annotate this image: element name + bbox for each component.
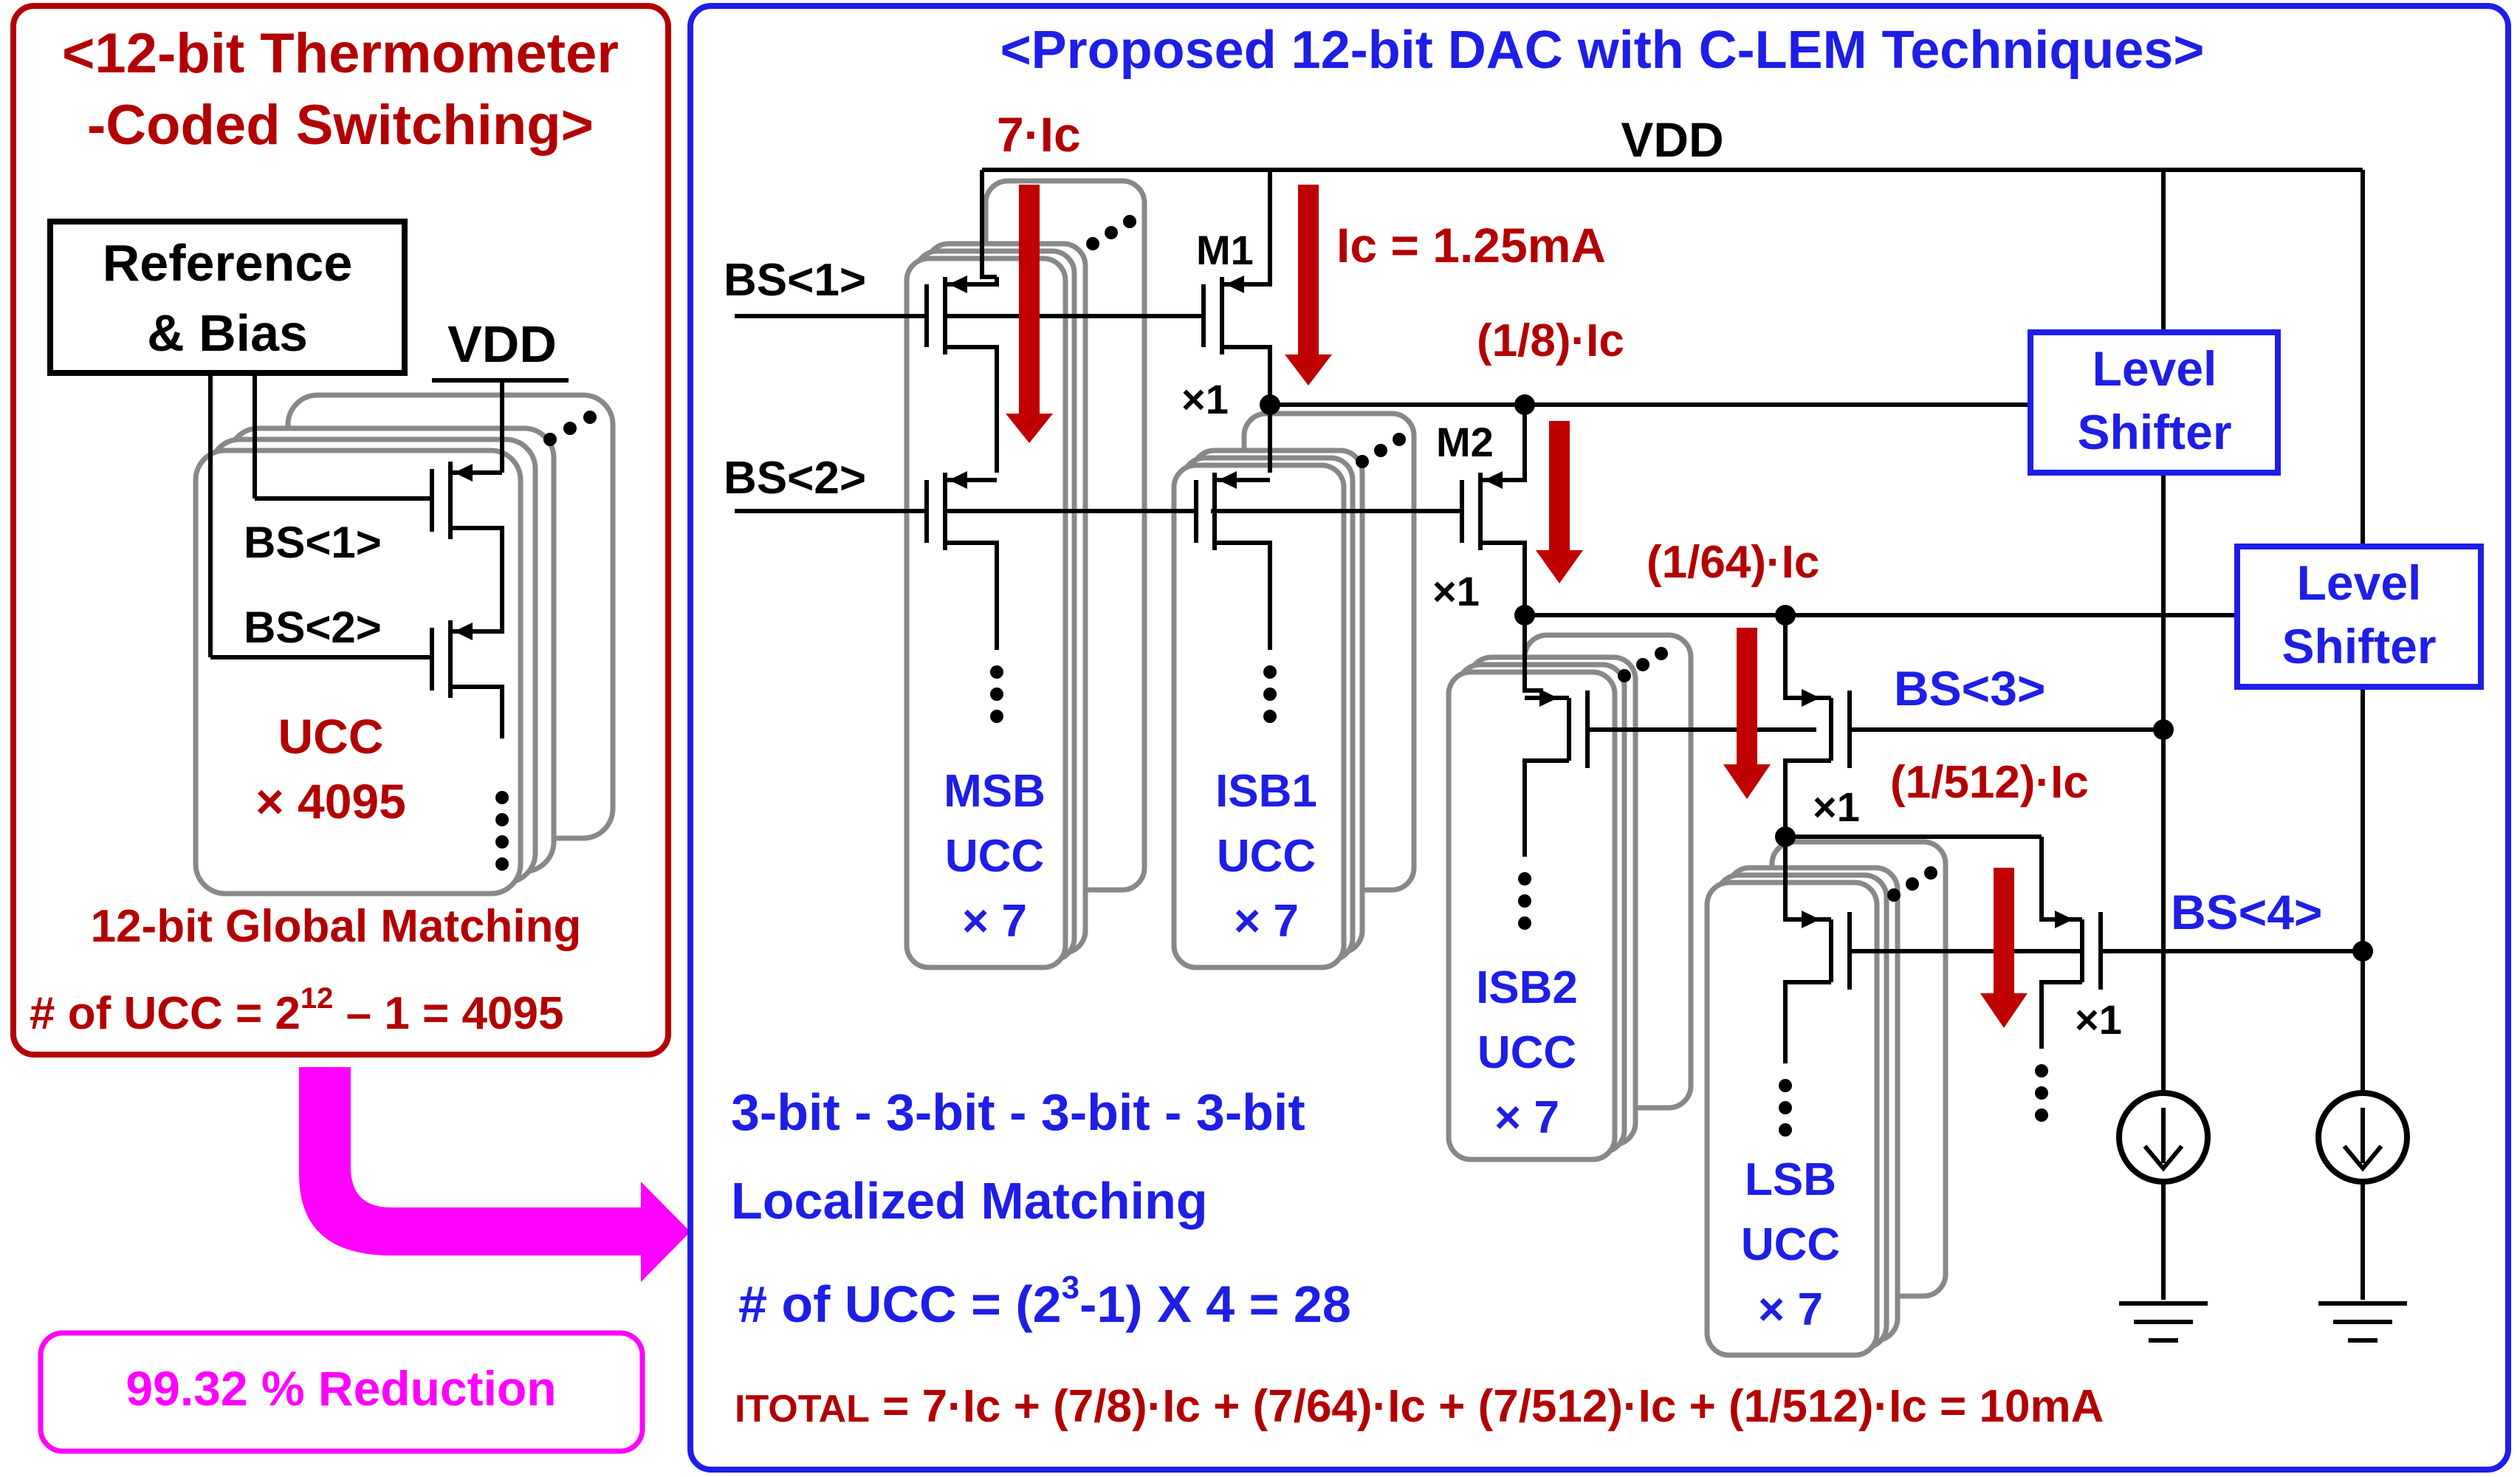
current-source-2 bbox=[2315, 1090, 2410, 1185]
i8-label: (1/8)·Ic bbox=[1477, 315, 1624, 366]
isb2-label: ISB2 bbox=[1476, 962, 1578, 1013]
bs4-transistor bbox=[2035, 837, 2363, 1122]
isb2-count-label: × 7 bbox=[1494, 1092, 1559, 1143]
left-ucc-label: UCC bbox=[278, 709, 384, 764]
left-transistor-1 bbox=[430, 462, 504, 583]
current-source-1 bbox=[2116, 1090, 2211, 1185]
lsb-circuit bbox=[1779, 837, 2082, 1137]
right-panel-border bbox=[687, 3, 2511, 1473]
i64-label: (1/64)·Ic bbox=[1647, 537, 1819, 588]
left-bs2-label: BS<2> bbox=[244, 603, 382, 652]
msb-count-label: × 7 bbox=[962, 896, 1027, 947]
bias-label: & Bias bbox=[147, 304, 308, 362]
bs4-label: BS<4> bbox=[2171, 885, 2322, 939]
bs3-x1-label: ×1 bbox=[1813, 784, 1860, 830]
m2-label: M2 bbox=[1436, 419, 1494, 465]
isb1-ucc-label: UCC bbox=[1217, 831, 1316, 882]
lsb-card-stack bbox=[1704, 839, 1949, 1358]
bs3-transistor bbox=[1783, 615, 2163, 835]
isb1-card-stack bbox=[1171, 411, 1417, 970]
left-bs1-label: BS<1> bbox=[244, 518, 382, 567]
itotal-equation: ITOTAL = 7·Ic + (7/8)·Ic + (7/64)·Ic + (… bbox=[735, 1381, 2104, 1432]
i7-arrow bbox=[1006, 185, 1053, 443]
ground-icon bbox=[2119, 1301, 2208, 1343]
left-transistor-2 bbox=[430, 583, 504, 738]
left-vdd-label: VDD bbox=[447, 315, 557, 373]
m2-x1-label: ×1 bbox=[1432, 568, 1480, 614]
left-ellipsis-diagonal bbox=[543, 411, 597, 446]
i512-arrow bbox=[1980, 868, 2028, 1028]
left-title-line2: -Coded Switching> bbox=[87, 94, 594, 157]
level-shifter-2-line1: Level bbox=[2297, 555, 2422, 610]
left-panel: <12-bit Thermometer -Coded Switching> Re… bbox=[10, 3, 671, 1058]
ground-icon bbox=[2318, 1301, 2407, 1343]
reduction-arrow bbox=[299, 1067, 690, 1282]
left-ucc-count: × 4095 bbox=[255, 774, 406, 829]
left-title-line1: <12-bit Thermometer bbox=[62, 22, 619, 85]
level-shifter-1-line2: Shifter bbox=[2077, 405, 2231, 459]
reference-bias-box bbox=[47, 219, 408, 376]
right-panel: <Proposed 12-bit DAC with C-LEM Techniqu… bbox=[687, 3, 2511, 1473]
ic-value-label: Ic = 1.25mA bbox=[1336, 218, 1606, 273]
ucc-card-front bbox=[193, 448, 523, 897]
bits-label: 3-bit - 3-bit - 3-bit - 3-bit bbox=[731, 1083, 1305, 1141]
reduction-label: 99.32 % Reduction bbox=[126, 1361, 556, 1416]
isb1-label: ISB1 bbox=[1215, 766, 1317, 817]
reference-label: Reference bbox=[103, 234, 353, 292]
ic-arrow bbox=[1285, 185, 1332, 385]
isb2-circuit bbox=[1518, 615, 1816, 930]
m1-label: M1 bbox=[1196, 227, 1254, 273]
lsb-label: LSB bbox=[1745, 1154, 1836, 1205]
isb2-card-stack bbox=[1446, 632, 1694, 1162]
right-vdd-label: VDD bbox=[1621, 112, 1723, 167]
right-title: <Proposed 12-bit DAC with C-LEM Techniqu… bbox=[1000, 21, 2205, 80]
level-shifter-1 bbox=[2028, 329, 2281, 476]
m2-transistor bbox=[1460, 405, 1527, 613]
bs4-x1-label: ×1 bbox=[2075, 996, 2122, 1043]
lsb-count-label: × 7 bbox=[1758, 1284, 1823, 1335]
msb-circuit bbox=[924, 170, 1136, 723]
level-shifter-1-line1: Level bbox=[2092, 341, 2217, 396]
isb1-count-label: × 7 bbox=[1234, 896, 1299, 947]
reduction-box bbox=[38, 1330, 645, 1454]
i7-label: 7·Ic bbox=[997, 107, 1081, 162]
bs2-label: BS<2> bbox=[724, 453, 866, 504]
level-shifter-2-line2: Shifter bbox=[2282, 619, 2436, 674]
left-panel-border bbox=[10, 3, 671, 1058]
bs3-label: BS<3> bbox=[1894, 661, 2045, 716]
m1-x1-label: ×1 bbox=[1181, 376, 1229, 422]
i64-arrow bbox=[1723, 628, 1771, 799]
lsb-ucc-label: UCC bbox=[1741, 1219, 1840, 1270]
level-shifter-2 bbox=[2234, 544, 2484, 690]
left-ucc-formula: # of UCC = 212 – 1 = 4095 bbox=[30, 982, 563, 1039]
left-ellipsis-vertical bbox=[495, 791, 509, 871]
bs1-label: BS<1> bbox=[724, 255, 866, 306]
msb-ucc-label: UCC bbox=[945, 831, 1044, 882]
i512-label: (1/512)·Ic bbox=[1890, 757, 2089, 808]
isb1-circuit bbox=[1194, 405, 1406, 723]
msb-label: MSB bbox=[944, 766, 1046, 817]
isb2-ucc-label: UCC bbox=[1477, 1027, 1576, 1078]
global-matching-label: 12-bit Global Matching bbox=[91, 901, 582, 952]
m1-transistor bbox=[1201, 170, 1272, 402]
right-ucc-formula: # of UCC = (23-1) X 4 = 28 bbox=[738, 1269, 1351, 1333]
localized-matching-label: Localized Matching bbox=[731, 1172, 1208, 1230]
i8-arrow bbox=[1536, 421, 1583, 583]
